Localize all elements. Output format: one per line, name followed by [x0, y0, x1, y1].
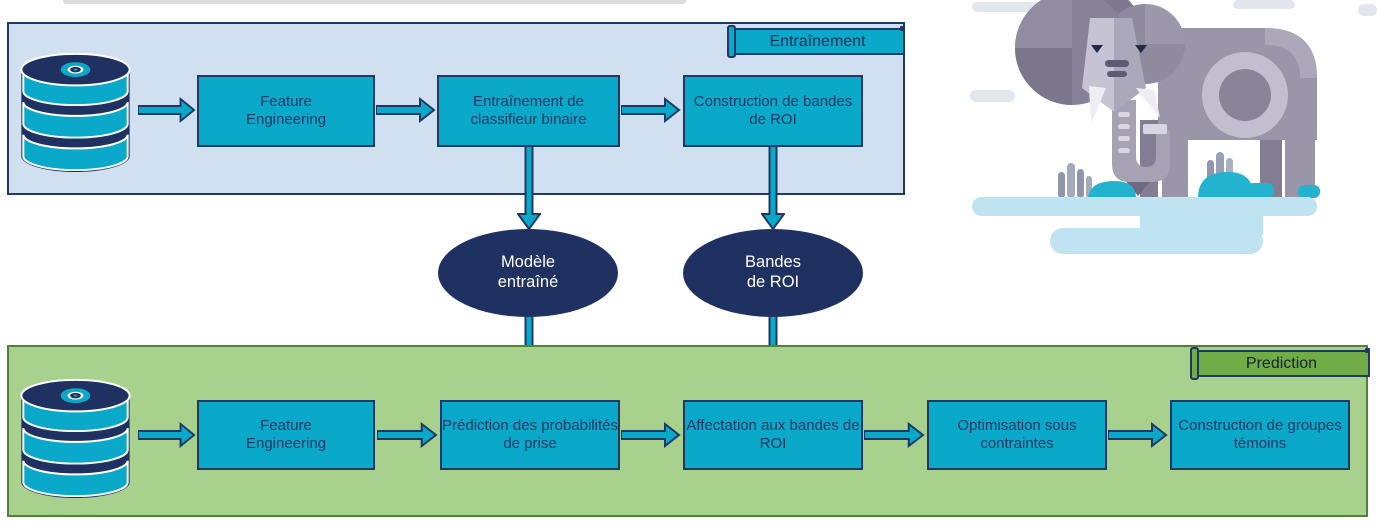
scroll-handle-icon [727, 25, 736, 58]
flow-arrow-down [761, 146, 785, 230]
artifact-label: Modèle entraîné [497, 253, 559, 291]
box-roi-bands-construction: Construction de bandes de ROI [683, 75, 863, 147]
box-classifier-training: Entraînement de classifieur binaire [437, 75, 620, 147]
database-icon [20, 378, 131, 499]
artifact-label: Bandes de ROI [745, 253, 801, 291]
flow-arrow [621, 97, 681, 123]
prediction-banner-label: Prediction [1245, 354, 1318, 372]
box-feature-engineering: Feature Engineering [197, 400, 375, 470]
elephant-illustration [970, 0, 1377, 254]
box-label: Optimisation sous contraintes [957, 417, 1077, 452]
box-feature-engineering: Feature Engineering [197, 75, 375, 147]
flow-arrow [138, 422, 196, 448]
artifact-roi-bands: Bandes de ROI [683, 229, 863, 317]
flow-arrow [1108, 422, 1168, 448]
box-control-groups-construction: Construction de groupes témoins [1170, 400, 1350, 470]
box-label: Construction de groupes témoins [1178, 417, 1342, 452]
box-label: Entraînement de classifieur binaire [470, 93, 587, 128]
top-divider-bar [63, 0, 686, 4]
flow-arrow [377, 422, 438, 448]
box-label: Construction de bandes de ROI [693, 93, 853, 128]
prediction-banner: Prediction [1190, 347, 1370, 380]
flow-arrow [864, 422, 925, 448]
flow-arrow [621, 422, 681, 448]
training-banner: Entraînement [727, 25, 905, 58]
flow-arrow [138, 97, 196, 123]
box-roi-band-assignment: Affectation aux bandes de ROI [683, 400, 863, 470]
box-probability-prediction: Prédiction des probabilités de prise [440, 400, 620, 470]
box-label: Affectation aux bandes de ROI [686, 417, 860, 452]
box-constrained-optimization: Optimisation sous contraintes [927, 400, 1107, 470]
training-banner-label: Entraînement [769, 32, 866, 50]
prediction-section: Prediction Feature Engineering Prédictio… [7, 345, 1370, 517]
scroll-handle-icon [1190, 347, 1199, 380]
flow-arrow-down [517, 146, 541, 230]
box-label: Feature Engineering [245, 93, 327, 128]
scroll-corner-dot [900, 26, 905, 31]
flow-arrow [376, 97, 436, 123]
database-icon [20, 52, 131, 173]
box-label: Prédiction des probabilités de prise [442, 417, 618, 452]
artifact-trained-model: Modèle entraîné [438, 229, 618, 317]
box-label: Feature Engineering [245, 417, 327, 452]
scroll-corner-dot [1365, 348, 1370, 353]
training-section: Entraînement Feature Engineering Entraîn… [7, 22, 905, 195]
